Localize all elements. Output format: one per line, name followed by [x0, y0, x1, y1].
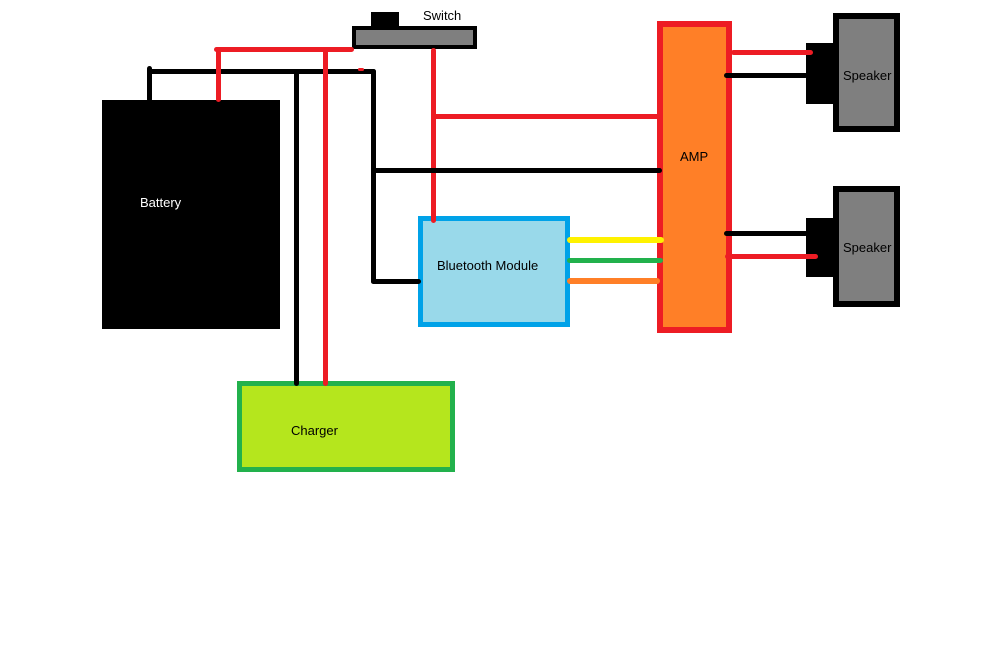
switch-knob — [371, 12, 399, 26]
battery-negative-riser — [147, 66, 152, 102]
charger-label: Charger — [291, 423, 338, 438]
amp-box — [657, 21, 732, 333]
amp-to-speaker-top-negative — [724, 73, 808, 78]
amp-to-speaker-bottom-negative — [724, 231, 808, 236]
negative-bus-horizontal — [147, 69, 376, 74]
speaker-bottom-magnet — [806, 218, 834, 277]
charger-negative-drop — [294, 69, 299, 386]
amp-to-speaker-top-positive — [731, 50, 813, 55]
negative-mid-drop — [371, 69, 376, 284]
switch-label: Switch — [423, 8, 462, 23]
bluetooth-module-box — [418, 216, 570, 327]
speaker-bottom-box — [833, 186, 900, 307]
bluetooth-module-label: Bluetooth Module — [437, 258, 539, 273]
amp-label: AMP — [680, 149, 709, 164]
amp-to-speaker-bottom-positive — [725, 254, 818, 259]
amp-negative-feed — [371, 168, 662, 173]
amp-positive-feed — [431, 114, 661, 119]
battery-label: Battery — [140, 195, 182, 210]
bluetooth-to-amp-orange — [567, 278, 660, 284]
charger-box — [237, 381, 455, 472]
speaker-top-label: Speaker — [843, 68, 892, 83]
bluetooth-to-amp-green — [567, 258, 663, 263]
switch-output-drop — [431, 48, 436, 223]
charger-positive-drop — [323, 47, 328, 386]
battery-positive-riser — [216, 47, 221, 102]
speaker-bottom-label: Speaker — [843, 240, 892, 255]
positive-bus-horizontal — [214, 47, 354, 52]
bluetooth-negative-feed — [371, 279, 421, 284]
bluetooth-to-amp-yellow — [567, 237, 664, 243]
switch-body — [352, 26, 477, 49]
battery-box — [102, 100, 280, 329]
paint-artifact-red-dash — [358, 68, 364, 71]
speaker-top-box — [833, 13, 900, 132]
